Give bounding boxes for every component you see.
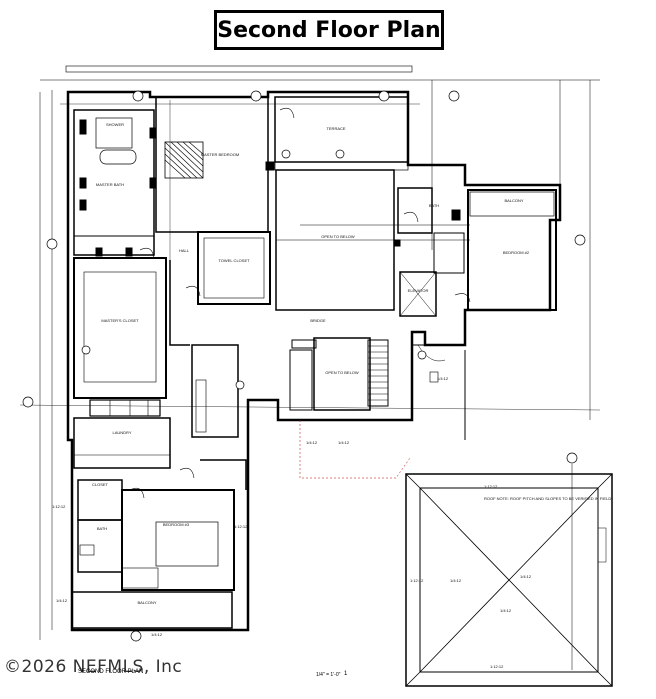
page-title: Second Floor Plan bbox=[214, 10, 444, 50]
room-label: TERRACE bbox=[326, 126, 345, 131]
room-label: BATH bbox=[97, 526, 107, 531]
roof-note: ROOF NOTE: ROOF PITCH AND SLOPES TO BE V… bbox=[484, 496, 611, 501]
stairs bbox=[368, 345, 388, 401]
exterior-walls bbox=[66, 90, 562, 632]
pitch-label: 1:12:12 bbox=[234, 524, 248, 529]
laundry-room bbox=[73, 417, 171, 469]
pitch-label: 1/4:12 bbox=[306, 440, 318, 445]
top-dimension-line bbox=[65, 65, 413, 73]
room-label: BRIDGE bbox=[310, 318, 326, 323]
bedroom-2-room bbox=[467, 189, 557, 311]
room-label: BALCONY bbox=[137, 600, 156, 605]
pitch-label: 1/4:12 bbox=[151, 632, 163, 637]
master-bedroom-room bbox=[155, 96, 269, 233]
pitch-label: 1/4:12 bbox=[437, 376, 449, 381]
room-label: OPEN TO BELOW bbox=[321, 234, 355, 239]
pitch-label: 1:12:12 bbox=[490, 664, 504, 669]
pitch-label: 1/4:12 bbox=[520, 574, 532, 579]
room-label: BATH bbox=[429, 203, 439, 208]
pitch-label: 1:12:12 bbox=[484, 484, 498, 489]
room-label: CLOSET bbox=[92, 482, 109, 487]
room-label: MASTER BEDROOM bbox=[201, 152, 239, 157]
room-label: ELEVATOR bbox=[408, 288, 429, 293]
open-to-below-2-area bbox=[313, 337, 371, 411]
room-label: LAUNDRY bbox=[112, 430, 131, 435]
grid-marker bbox=[132, 90, 144, 102]
pitch-label: 1/4:12 bbox=[338, 440, 350, 445]
room-label: OPEN TO BELOW bbox=[325, 370, 359, 375]
pitch-label: 1/4:12 bbox=[500, 608, 512, 613]
elevator-shaft bbox=[399, 271, 437, 317]
bath-room-upper bbox=[397, 187, 433, 234]
room-label: SHOWER bbox=[106, 122, 124, 127]
room-label: BEDROOM #3 bbox=[163, 522, 190, 527]
room-label: MASTER'S CLOSET bbox=[101, 318, 139, 323]
bathtub bbox=[99, 149, 137, 165]
room-label: BEDROOM #2 bbox=[503, 250, 530, 255]
room-label: HALL bbox=[179, 248, 190, 253]
balcony-area bbox=[71, 591, 233, 629]
pitch-label: 1:12:12 bbox=[52, 504, 66, 509]
pitch-label: 1/4:12 bbox=[56, 598, 68, 603]
bedroom-3-room bbox=[121, 489, 235, 591]
pitch-label: 1:12:12 bbox=[410, 578, 424, 583]
masters-closet-room bbox=[73, 257, 167, 399]
room-label: MASTER BATH bbox=[96, 182, 124, 187]
room-label: TOWEL CLOSET bbox=[218, 258, 250, 263]
towel-closet-room bbox=[197, 231, 271, 305]
pitch-label: 1/4:12 bbox=[450, 578, 462, 583]
room-label: BALCONY bbox=[504, 198, 523, 203]
roof-plan bbox=[405, 473, 613, 687]
sheet-number: 1 bbox=[344, 671, 348, 677]
plan-caption: SECOND FLOOR PLAN bbox=[78, 669, 144, 675]
scale-caption: 1/4" = 1'-0" bbox=[316, 672, 341, 678]
copyright-watermark: ©2026 NEFMLS, Inc bbox=[4, 657, 183, 677]
